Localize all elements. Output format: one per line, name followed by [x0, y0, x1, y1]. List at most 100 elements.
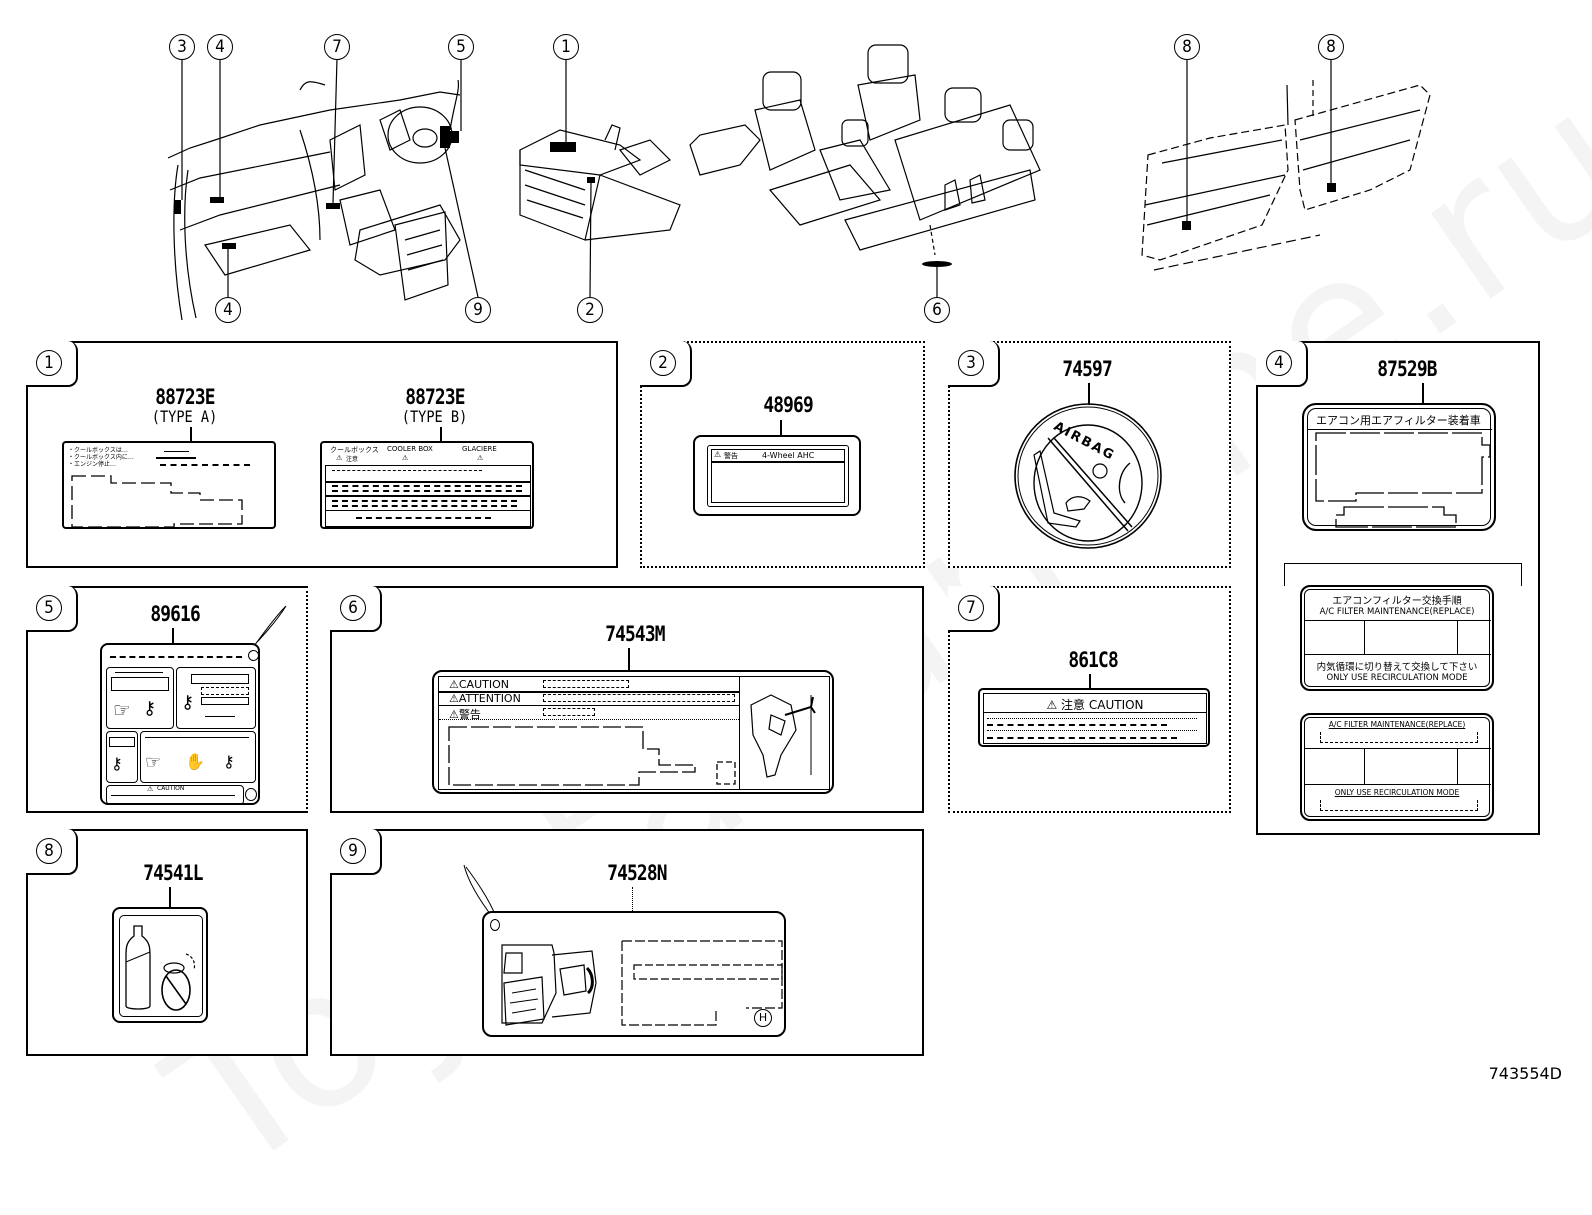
label-74528n: H	[482, 911, 786, 1037]
col-divider	[1364, 620, 1365, 654]
callout-3[interactable]: 3	[169, 34, 195, 60]
row-text: CAUTION	[458, 678, 509, 691]
panel-6: 6 74543M ⚠CAUTION ⚠ATTENTION ⚠警告	[330, 586, 924, 813]
callout-5[interactable]: 5	[448, 34, 474, 60]
instruction-step-4: ☞ ✋ ⚷	[140, 731, 256, 783]
label-line-3: ・エンジン停止…	[68, 461, 117, 468]
panel-7: 7 861C8 ⚠ 注意 CAUTION	[948, 586, 1231, 813]
text-placeholder	[332, 505, 517, 507]
spill-icon	[185, 953, 196, 971]
label-88723e-type-a: ・クールボックスは… ・クールボックス内に… ・エンジン停止…	[62, 441, 276, 529]
leader-line	[632, 887, 635, 913]
callout-9[interactable]: 9	[465, 297, 491, 323]
hand-icon: ✋	[185, 752, 205, 771]
callout-2[interactable]: 2	[577, 297, 603, 323]
panel-number: 5	[36, 595, 62, 621]
panel-tab: 4	[1256, 341, 1308, 387]
caution-text: CAUTION	[157, 785, 185, 792]
leader-line	[1422, 383, 1424, 405]
part-number[interactable]: 74543M	[605, 622, 665, 646]
warning-icon: ⚠	[714, 450, 722, 459]
location-marker-5	[450, 131, 459, 143]
panel-tab: 9	[330, 829, 382, 875]
key-icon: ⚷	[143, 698, 157, 719]
label-ac-filter-maintenance-jp: エアコンフィルター交換手順 A/C FILTER MAINTENANCE(REP…	[1300, 585, 1494, 691]
inner-frame: ⚠CAUTION ⚠ATTENTION ⚠警告	[438, 676, 830, 790]
part-number[interactable]: 74528N	[607, 861, 667, 885]
callout-6[interactable]: 6	[924, 297, 950, 323]
col-divider	[1457, 748, 1458, 784]
callout-7[interactable]: 7	[324, 34, 350, 60]
part-number-type-a[interactable]: 88723E	[155, 385, 215, 409]
panel-9: 9 74528N H	[330, 829, 924, 1056]
panel-number: 4	[1266, 350, 1292, 376]
panel-tab: 2	[640, 341, 692, 387]
text-placeholder	[205, 716, 235, 717]
text-placeholder	[332, 470, 482, 471]
seat-lever-illustration	[750, 694, 816, 778]
callout-4-upper[interactable]: 4	[207, 34, 233, 60]
variant-type-b: (TYPE B)	[401, 407, 468, 426]
text-placeholder	[164, 451, 189, 452]
part-number[interactable]: 74597	[1062, 357, 1112, 381]
footer-en: ONLY USE RECIRCULATION MODE	[1326, 673, 1468, 683]
part-number[interactable]: 48969	[763, 393, 813, 417]
text-placeholder	[987, 737, 1177, 739]
panel-tab: 5	[26, 586, 78, 632]
row-jp: ⚠警告	[449, 706, 481, 722]
text-placeholder	[356, 517, 491, 519]
title-divider	[1308, 429, 1492, 430]
child-seat-icon	[1065, 496, 1091, 512]
label-48969: ⚠ 警告 4-Wheel AHC	[693, 435, 861, 516]
panel-tab: 6	[330, 586, 382, 632]
inner-frame	[119, 915, 203, 1017]
panel-number: 6	[340, 595, 366, 621]
hand-icon: ☞	[145, 752, 162, 773]
callout-8-front[interactable]: 8	[1174, 34, 1200, 60]
inner-ring	[1033, 424, 1143, 542]
text-placeholder	[160, 464, 250, 466]
key-icon: ⚷	[111, 754, 123, 773]
callout-1[interactable]: 1	[553, 34, 579, 60]
warning-icon: ⚠	[449, 692, 459, 705]
row-divider	[326, 481, 530, 483]
row-divider	[1305, 654, 1491, 655]
text-placeholder	[115, 672, 163, 673]
row-text: ATTENTION	[458, 692, 521, 705]
label-line-1: ・クールボックスは…	[68, 447, 128, 454]
panel-2: 2 48969 ⚠ 警告 4-Wheel AHC	[640, 341, 925, 568]
text-placeholder	[543, 708, 595, 716]
part-number[interactable]: 89616	[150, 602, 200, 626]
col-divider	[1457, 620, 1458, 654]
header-text: 注意 CAUTION	[1061, 698, 1144, 712]
location-marker-9	[440, 126, 450, 148]
location-marker-4a	[210, 197, 224, 203]
callout-8-rear[interactable]: 8	[1318, 34, 1344, 60]
callout-4-lower[interactable]: 4	[215, 297, 241, 323]
panel-8: 8 74541L	[26, 829, 308, 1056]
text-block-outline	[621, 940, 783, 1026]
row-divider	[1305, 784, 1491, 785]
vehicle-rear-illustration	[501, 944, 597, 1026]
part-number[interactable]: 861C8	[1068, 648, 1118, 672]
leader-line	[780, 420, 782, 436]
instruction-step-2: ⚷	[176, 667, 256, 729]
leader-line	[190, 427, 192, 441]
key-icon: ⚷	[223, 752, 235, 771]
overview-illustration: 3 4 7 5 1 4 9 2 6 8 8	[0, 0, 1592, 330]
panel-number: 2	[650, 350, 676, 376]
text-placeholder	[1320, 800, 1478, 811]
row-attention: ⚠ATTENTION	[449, 692, 521, 705]
caution-icon: ⚠	[147, 785, 154, 793]
col-divider	[1364, 748, 1365, 784]
part-number[interactable]: 87529B	[1377, 357, 1437, 381]
part-number-type-b[interactable]: 88723E	[405, 385, 465, 409]
header-en: COOLER BOX	[387, 445, 433, 453]
instruction-step-3: ⚷	[106, 731, 138, 783]
warning-label: 警告	[724, 452, 738, 460]
panel-4: 4 87529B エアコン用エアフィルター装着車 エアコンフィルター交換手順 A…	[1256, 341, 1540, 835]
label-line-2: ・クールボックス内に…	[68, 454, 134, 461]
part-number[interactable]: 74541L	[143, 861, 203, 885]
warning-icon: ⚠	[449, 678, 459, 691]
label-74543m: ⚠CAUTION ⚠ATTENTION ⚠警告	[432, 670, 834, 794]
